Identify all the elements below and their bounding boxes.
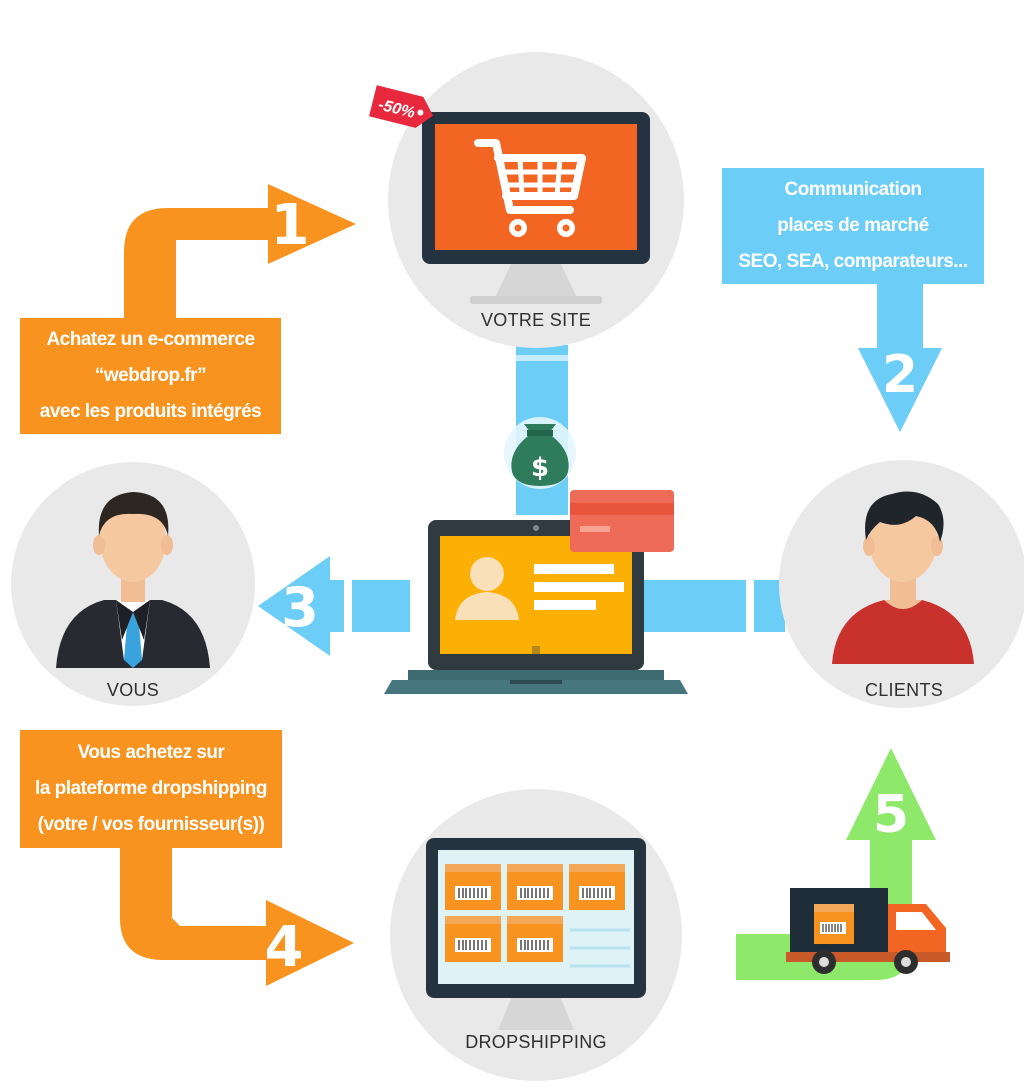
note-communication-line-1: Communication <box>784 179 922 200</box>
connector-clients-to-vous <box>258 556 785 656</box>
label-dropshipping: DROPSHIPPING <box>465 1032 607 1052</box>
laptop-profile-icon <box>384 520 688 694</box>
note-buy-platform-line-1: Vous achetez sur <box>77 742 225 763</box>
step-number-4: 4 <box>265 915 304 980</box>
label-votre-site: VOTRE SITE <box>480 310 591 330</box>
note-buy-platform: Vous achetez sur la plateforme dropshipp… <box>20 730 282 848</box>
discount-tag-icon: -50% <box>369 85 434 128</box>
note-buy-ecommerce-line-1: Achatez un e-commerce <box>46 329 255 350</box>
note-buy-platform-line-3: (votre / vos fournisseur(s)) <box>37 814 265 835</box>
note-communication: Communication places de marché SEO, SEA,… <box>722 168 984 284</box>
step-number-1: 1 <box>271 193 310 258</box>
delivery-truck-icon <box>786 888 950 974</box>
label-vous: VOUS <box>106 680 160 700</box>
credit-card-icon <box>570 490 674 552</box>
note-communication-line-2: places de marché <box>777 215 929 236</box>
customer-icon <box>832 491 974 664</box>
arrow-step-2: 2 <box>858 282 942 432</box>
money-bag-icon: $ <box>504 417 576 489</box>
step-number-3: 3 <box>281 576 319 639</box>
note-buy-ecommerce: Achatez un e-commerce “webdrop.fr” avec … <box>20 318 281 434</box>
label-clients: CLIENTS <box>864 680 944 700</box>
note-communication-line-3: SEO, SEA, comparateurs... <box>738 251 968 272</box>
arrow-step-1: 1 <box>124 184 356 320</box>
businessman-icon <box>56 492 210 668</box>
currency-symbol: $ <box>531 453 549 483</box>
note-buy-ecommerce-line-2: “webdrop.fr” <box>94 365 207 386</box>
arrow-step-4: 4 <box>120 846 354 986</box>
warehouse-boxes-icon <box>426 838 646 1030</box>
step-number-5: 5 <box>873 785 909 845</box>
note-buy-platform-line-2: la plateforme dropshipping <box>35 778 267 799</box>
step-number-2: 2 <box>882 345 918 405</box>
shopping-cart-icon <box>422 112 650 304</box>
note-buy-ecommerce-line-3: avec les produits intégrés <box>39 401 262 422</box>
